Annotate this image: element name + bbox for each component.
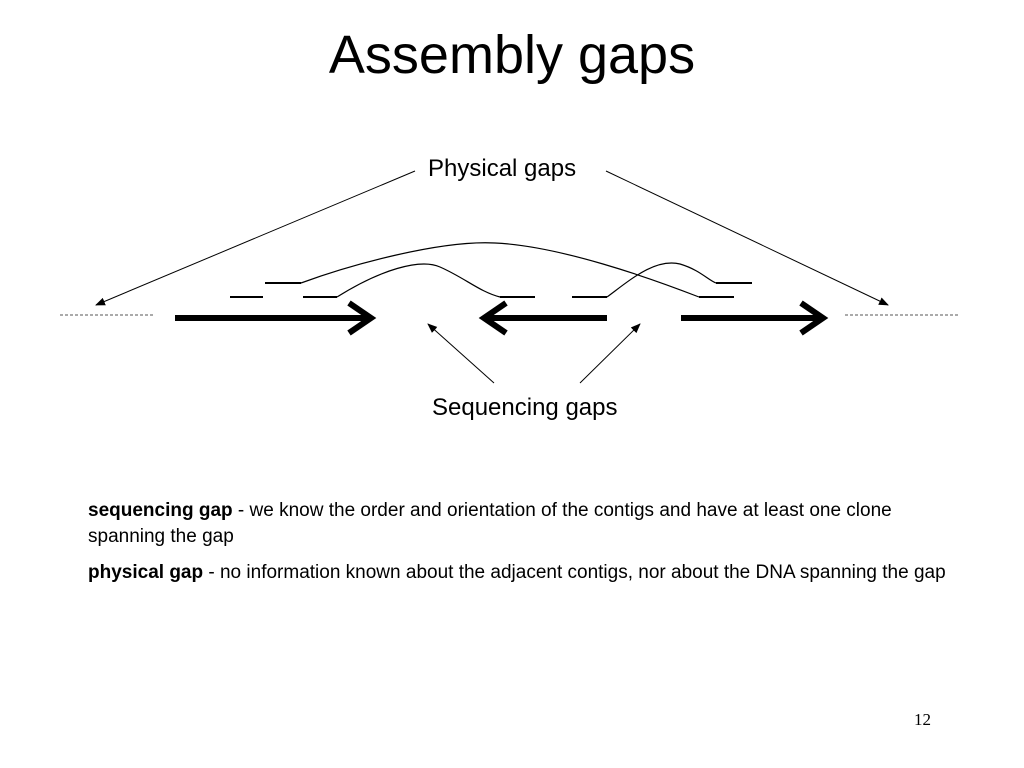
clone-link-left-gap xyxy=(336,263,501,298)
sequencing-gaps-label: Sequencing gaps xyxy=(432,394,618,421)
sequencing-gap-pointer-left xyxy=(427,323,495,384)
clone-link-long xyxy=(300,242,700,298)
contig-arrow-left xyxy=(175,300,377,336)
definition-term: physical gap xyxy=(88,562,204,583)
sequencing-gap-pointer-right xyxy=(579,323,641,384)
definition-text: - no information known about the adjacen… xyxy=(203,562,946,583)
contig-arrow-right xyxy=(681,300,829,336)
clone-link-right-gap xyxy=(606,262,717,298)
definition-term: sequencing gap xyxy=(88,500,233,521)
definition-sequencing-gap: sequencing gap - we know the order and o… xyxy=(88,498,948,550)
definitions: sequencing gap - we know the order and o… xyxy=(88,498,948,596)
slide-title: Assembly gaps xyxy=(328,25,696,85)
definition-text: - we know the order and orientation of t… xyxy=(88,500,892,547)
contig-arrow-middle-reverse xyxy=(478,300,607,336)
definition-physical-gap: physical gap - no information known abou… xyxy=(88,560,948,586)
physical-gap-pointer-right xyxy=(605,170,889,306)
read-segments xyxy=(230,282,752,298)
physical-gaps-label: Physical gaps xyxy=(428,155,577,182)
page-number: 12 xyxy=(914,710,931,729)
physical-gap-pointer-left xyxy=(95,170,416,306)
